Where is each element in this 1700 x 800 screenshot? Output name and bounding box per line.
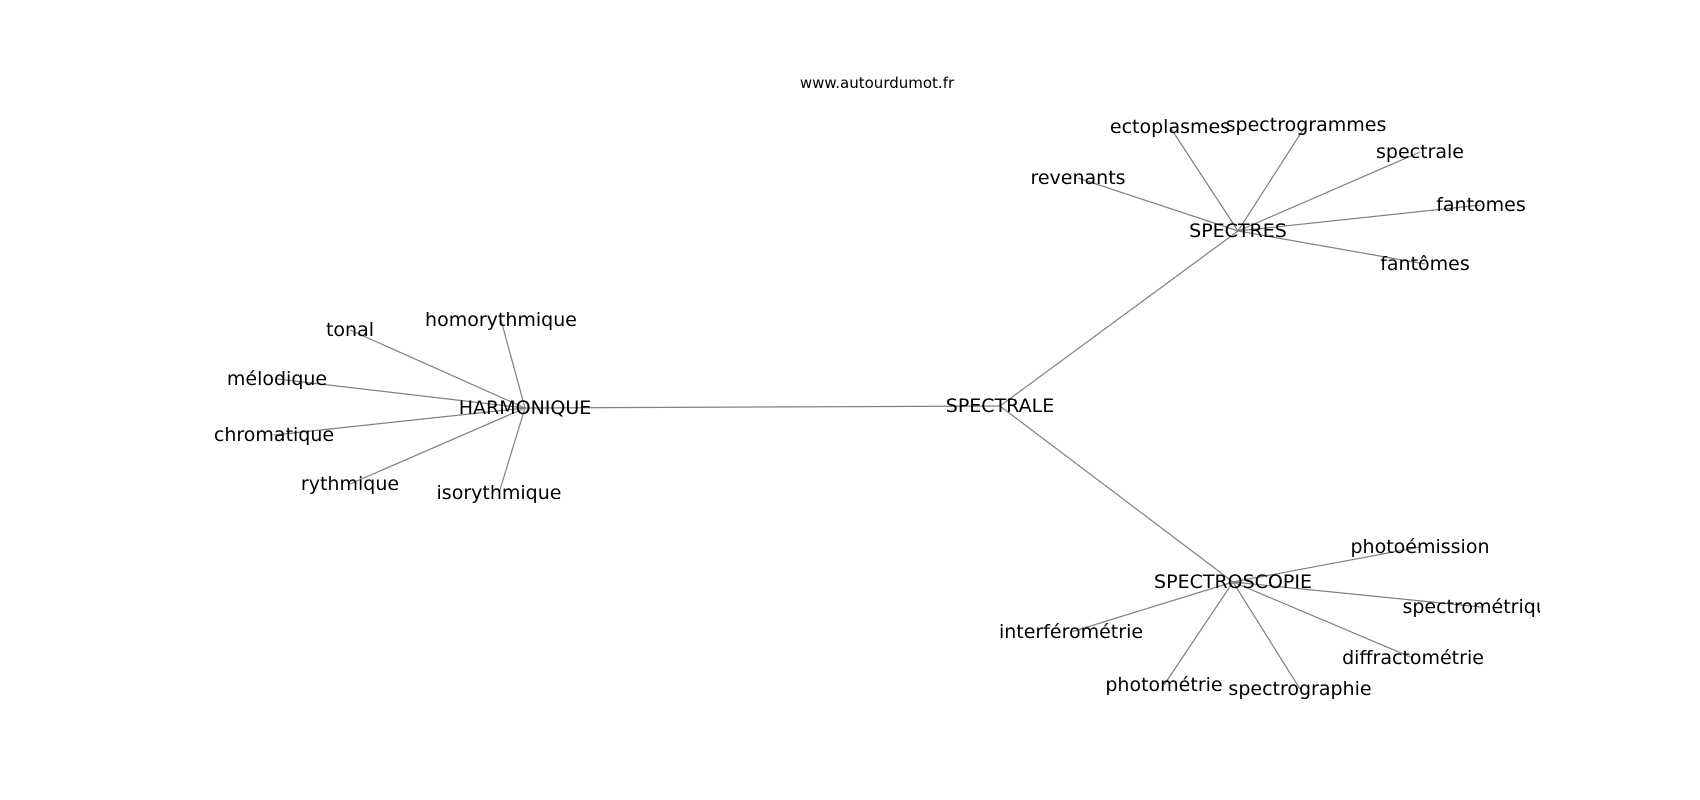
node-photometrie: photométrie — [1105, 674, 1222, 696]
edge-harmonique-rythmique — [349, 407, 526, 485]
node-isorythmique: isorythmique — [437, 482, 562, 504]
node-photoemission: photoémission — [1350, 536, 1489, 558]
edge-spectroscopie-spectrometrique — [1232, 581, 1482, 608]
graph-container: SPECTRALE HARMONIQUE SPECTRES SPECTROSCOPIE… — [214, 114, 1540, 700]
node-rythmique: rythmique — [301, 473, 399, 495]
edges-layer — [273, 124, 1482, 690]
node-melodique: mélodique — [227, 368, 327, 390]
edge-spectroscopie-interferometrie — [1070, 581, 1234, 633]
edge-spectrale_c-harmonique — [524, 405, 1001, 409]
edge-spectroscopie-spectrographie — [1232, 581, 1301, 690]
edge-spectrale_c-spectroscopie — [999, 405, 1234, 583]
edge-spectres-fantomes_acc — [1237, 230, 1426, 265]
node-spectrale_c: SPECTRALE — [946, 395, 1054, 417]
edge-harmonique-isorythmique — [498, 407, 526, 494]
node-fantomes: fantomes — [1436, 194, 1526, 216]
edge-spectrale_c-spectres — [999, 230, 1239, 407]
word-graph: SPECTRALE HARMONIQUE SPECTRES SPECTROSCOPIE… — [214, 114, 1540, 700]
node-spectroscopie: SPECTROSCOPIE — [1154, 571, 1312, 593]
edge-spectroscopie-photoemission — [1232, 546, 1421, 583]
edge-spectres-spectrogrammes — [1237, 124, 1307, 232]
edge-spectres-spectrale_s — [1237, 151, 1421, 232]
node-spectrale_s: spectrale — [1376, 141, 1464, 163]
edge-harmonique-homorythmique — [500, 319, 526, 409]
edge-harmonique-tonal — [349, 329, 526, 409]
edge-spectres-ectoplasmes — [1169, 126, 1239, 232]
edge-spectroscopie-photometrie — [1163, 581, 1234, 686]
node-interferometrie: interférométrie — [999, 621, 1143, 643]
node-fantomes_acc: fantômes — [1380, 253, 1470, 275]
node-spectres: SPECTRES — [1189, 220, 1287, 242]
node-ectoplasmes: ectoplasmes — [1110, 116, 1230, 138]
node-spectrogrammes: spectrogrammes — [1226, 114, 1387, 136]
node-homorythmique: homorythmique — [425, 309, 577, 331]
edge-spectroscopie-diffractometrie — [1232, 581, 1414, 659]
edge-spectres-fantomes — [1237, 204, 1482, 232]
node-spectrometrique: spectrométrique — [1402, 596, 1540, 618]
nodes-layer: SPECTRALE HARMONIQUE SPECTRES SPECTROSCOPIE… — [214, 114, 1540, 700]
node-harmonique: HARMONIQUE — [459, 397, 592, 419]
node-revenants: revenants — [1030, 167, 1125, 189]
edge-harmonique-chromatique — [273, 407, 526, 436]
node-tonal: tonal — [326, 319, 374, 341]
node-diffractometrie: diffractométrie — [1342, 647, 1484, 669]
edge-spectres-revenants — [1077, 177, 1239, 232]
edge-harmonique-melodique — [276, 378, 526, 409]
node-spectrographie: spectrographie — [1228, 678, 1371, 700]
node-chromatique: chromatique — [214, 424, 334, 446]
site-label: www.autourdumot.fr — [799, 74, 955, 92]
